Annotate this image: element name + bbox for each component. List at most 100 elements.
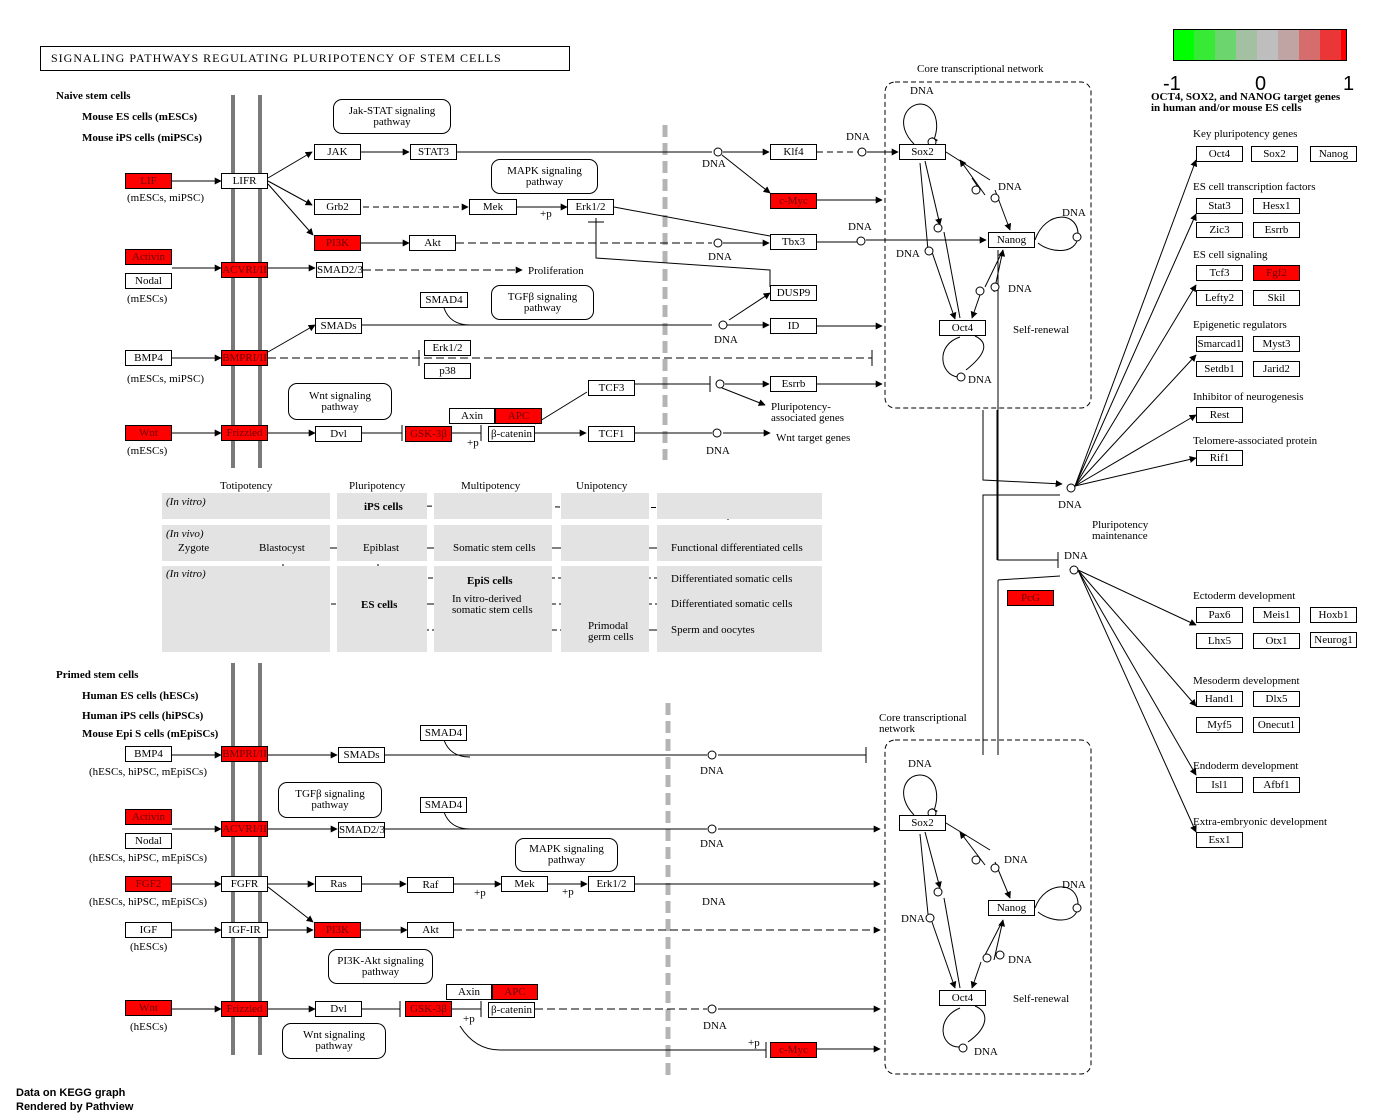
node-cmyc-2[interactable]: c-Myc [770, 1042, 817, 1058]
pathway-pi3k-akt[interactable]: PI3K-Akt signaling pathway [328, 949, 433, 984]
target-onecut1[interactable]: Onecut1 [1253, 717, 1300, 733]
target-jarid2[interactable]: Jarid2 [1253, 361, 1300, 377]
target-rest[interactable]: Rest [1196, 407, 1243, 423]
node-smads[interactable]: SMADs [315, 318, 362, 334]
node-sox2-2[interactable]: Sox2 [899, 815, 946, 831]
target-pax6[interactable]: Pax6 [1196, 607, 1243, 623]
node-axin-2[interactable]: Axin [446, 984, 492, 1000]
target-isl1[interactable]: Isl1 [1196, 777, 1243, 793]
node-pi3k-2[interactable]: PI3K [314, 922, 361, 938]
node-nodal[interactable]: Nodal [125, 273, 172, 289]
node-tcf3[interactable]: TCF3 [588, 380, 635, 396]
pathway-mapk-top[interactable]: MAPK signaling pathway [491, 159, 598, 194]
node-smad23-2[interactable]: SMAD2/3 [338, 822, 385, 838]
target-hoxb1[interactable]: Hoxb1 [1310, 607, 1357, 623]
node-acvr[interactable]: ACVRI/II [221, 262, 268, 278]
pathway-mapk-bottom[interactable]: MAPK signaling pathway [515, 838, 618, 872]
node-axin[interactable]: Axin [449, 408, 495, 424]
node-ras[interactable]: Ras [315, 876, 362, 892]
node-igfir[interactable]: IGF-IR [221, 922, 268, 938]
node-akt-2[interactable]: Akt [407, 922, 454, 938]
pathway-jakstat[interactable]: Jak-STAT signaling pathway [333, 99, 451, 134]
target-nanog[interactable]: Nanog [1310, 146, 1357, 162]
node-apc[interactable]: APC [495, 408, 542, 424]
node-grb2[interactable]: Grb2 [314, 199, 361, 215]
node-bmp4-2[interactable]: BMP4 [125, 746, 172, 762]
target-meis1[interactable]: Meis1 [1253, 607, 1300, 623]
node-wnt[interactable]: Wnt [125, 425, 172, 441]
target-dlx5[interactable]: Dlx5 [1253, 691, 1300, 707]
node-cmyc[interactable]: c-Myc [770, 193, 817, 209]
node-id[interactable]: ID [770, 318, 817, 334]
target-otx1[interactable]: Otx1 [1253, 633, 1300, 649]
node-lifr[interactable]: LIFR [221, 173, 268, 189]
node-gsk3b[interactable]: GSK-3β [405, 426, 452, 442]
node-tbx3[interactable]: Tbx3 [770, 234, 817, 250]
target-fgf2[interactable]: Fgf2 [1253, 265, 1300, 281]
target-esx1[interactable]: Esx1 [1196, 832, 1243, 848]
node-jak[interactable]: JAK [314, 144, 361, 160]
pathway-tgfb-top[interactable]: TGFβ signaling pathway [491, 285, 594, 320]
target-rif1[interactable]: Rif1 [1196, 450, 1243, 466]
node-klf4[interactable]: Klf4 [770, 144, 817, 160]
node-activin[interactable]: Activin [125, 249, 172, 265]
node-bcatenin[interactable]: β-catenin [488, 426, 535, 442]
target-oct4[interactable]: Oct4 [1196, 146, 1243, 162]
node-smad23[interactable]: SMAD2/3 [316, 262, 363, 278]
node-igf[interactable]: IGF [125, 922, 172, 938]
target-setdb1[interactable]: Setdb1 [1196, 361, 1243, 377]
target-hesx1[interactable]: Hesx1 [1253, 198, 1300, 214]
node-fgfr[interactable]: FGFR [221, 876, 268, 892]
node-dvl[interactable]: Dvl [315, 426, 362, 442]
node-oct4-2[interactable]: Oct4 [939, 990, 986, 1006]
node-mek[interactable]: Mek [469, 199, 517, 215]
target-smarcad1[interactable]: Smarcad1 [1196, 336, 1243, 352]
node-pcg[interactable]: PcG [1007, 590, 1054, 606]
node-frizzled-2[interactable]: Frizzled [221, 1001, 268, 1017]
node-raf[interactable]: Raf [407, 877, 454, 893]
node-dvl-2[interactable]: Dvl [315, 1001, 362, 1017]
node-wnt-2[interactable]: Wnt [125, 1000, 172, 1016]
node-smads-2[interactable]: SMADs [338, 747, 385, 763]
node-fgf2[interactable]: FGF2 [125, 876, 172, 892]
target-zic3[interactable]: Zic3 [1196, 222, 1243, 238]
target-skil[interactable]: Skil [1253, 290, 1300, 306]
pathway-wnt-top[interactable]: Wnt signaling pathway [288, 383, 392, 420]
node-oct4[interactable]: Oct4 [939, 320, 986, 336]
node-apc-2[interactable]: APC [492, 984, 538, 1000]
target-afbf1[interactable]: Afbf1 [1253, 777, 1300, 793]
target-tcf3[interactable]: Tcf3 [1196, 265, 1243, 281]
node-p38[interactable]: p38 [424, 363, 471, 379]
target-neurog1[interactable]: Neurog1 [1310, 632, 1357, 648]
node-esrrb[interactable]: Esrrb [770, 376, 817, 392]
node-tcf1[interactable]: TCF1 [588, 426, 635, 442]
node-bmpr[interactable]: BMPRI/II [221, 350, 268, 366]
node-frizzled[interactable]: Frizzled [221, 425, 268, 441]
node-nanog[interactable]: Nanog [988, 232, 1035, 248]
target-esrrb[interactable]: Esrrb [1253, 222, 1300, 238]
node-nanog-2[interactable]: Nanog [988, 900, 1035, 916]
target-myf5[interactable]: Myf5 [1196, 717, 1243, 733]
node-erk12-b[interactable]: Erk1/2 [424, 340, 471, 356]
node-lif[interactable]: LIF [125, 173, 172, 189]
node-erk12[interactable]: Erk1/2 [567, 199, 614, 215]
node-activin-2[interactable]: Activin [125, 809, 172, 825]
target-myst3[interactable]: Myst3 [1253, 336, 1300, 352]
node-sox2[interactable]: Sox2 [899, 144, 946, 160]
node-bmpr-2[interactable]: BMPRI/II [221, 746, 268, 762]
node-nodal-2[interactable]: Nodal [125, 833, 172, 849]
node-smad4-3[interactable]: SMAD4 [420, 797, 467, 813]
node-dusp9[interactable]: DUSP9 [770, 285, 817, 301]
node-bmp4[interactable]: BMP4 [125, 350, 172, 366]
target-stat3[interactable]: Stat3 [1196, 198, 1243, 214]
node-pi3k[interactable]: PI3K [314, 235, 361, 251]
target-hand1[interactable]: Hand1 [1196, 691, 1243, 707]
node-bcatenin-2[interactable]: β-catenin [488, 1002, 535, 1018]
target-lhx5[interactable]: Lhx5 [1196, 633, 1243, 649]
node-smad4-2[interactable]: SMAD4 [420, 725, 467, 741]
node-acvr-2[interactable]: ACVRI/II [221, 821, 268, 837]
pathway-wnt-bottom[interactable]: Wnt signaling pathway [282, 1023, 386, 1059]
target-lefty2[interactable]: Lefty2 [1196, 290, 1243, 306]
node-stat3[interactable]: STAT3 [410, 144, 457, 160]
pathway-tgfb-bottom[interactable]: TGFβ signaling pathway [278, 782, 382, 818]
